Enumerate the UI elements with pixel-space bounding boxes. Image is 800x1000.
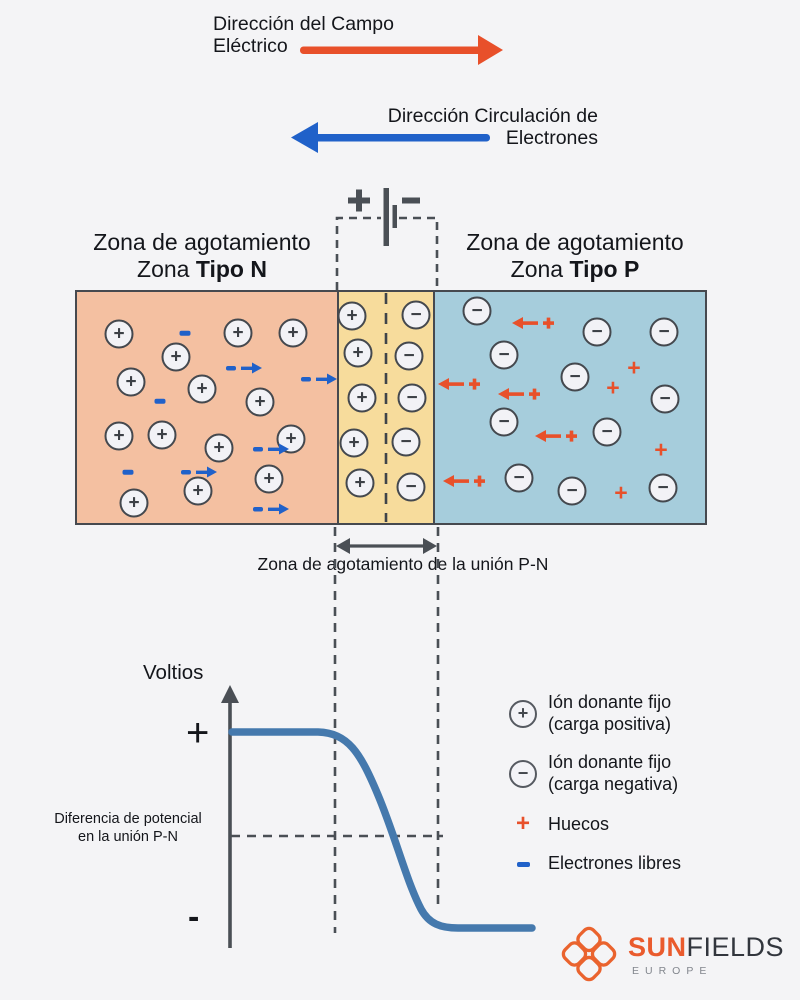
negative-ion-icon: − xyxy=(498,759,548,788)
legend-positive-ion-line2: (carga positiva) xyxy=(548,713,672,734)
legend-negative-ion-line2: (carga negativa) xyxy=(548,773,679,794)
positive-ion-icon: + xyxy=(498,699,548,728)
legend-item-negative-ion: − Ión donante fijo (carga negativa) xyxy=(498,752,773,795)
p-type-region xyxy=(435,292,705,523)
legend-positive-ion-line1: Ión donante fijo xyxy=(548,692,672,712)
battery-connector-dashes xyxy=(335,216,439,290)
sunfields-logo: SUNFIELDS EUROPE xyxy=(558,922,784,986)
legend-item-positive-ion: + Ión donante fijo (carga positiva) xyxy=(498,692,773,735)
n-zone-title-line2: Zona Tipo N xyxy=(137,256,267,283)
electric-field-direction-line1: Dirección del Campo xyxy=(213,13,394,35)
voltage-minus-sign: - xyxy=(188,898,200,936)
electric-field-direction-label: Dirección del Campo Eléctrico xyxy=(213,13,394,58)
legend-free-electrons-label: Electrones libres xyxy=(548,853,682,874)
logo-fields-text: FIELDS xyxy=(686,931,785,962)
n-type-region xyxy=(77,292,339,523)
electron-flow-direction-label: Dirección Circulación de Electrones xyxy=(355,105,598,150)
p-zone-title: Zona de agotamiento Zona Tipo P xyxy=(435,229,715,283)
potential-difference-line1: Diferencia de potencial xyxy=(54,811,202,827)
voltage-axis-label: Voltios xyxy=(143,661,204,684)
potential-curve xyxy=(228,728,536,932)
logo-sun-text: SUN xyxy=(628,931,687,962)
electric-field-direction-line2: Eléctrico xyxy=(213,34,288,57)
sunfields-flower-icon xyxy=(561,926,617,982)
n-zone-title-line1: Zona de agotamiento xyxy=(93,229,311,255)
voltage-plus-sign: + xyxy=(186,711,210,755)
legend-item-free-electrons: Electrones libres xyxy=(498,853,773,875)
legend-holes-label: Huecos xyxy=(548,813,610,834)
potential-difference-label: Diferencia de potencial en la unión P-N xyxy=(28,810,228,846)
pn-junction-box xyxy=(75,290,707,525)
n-zone-title: Zona de agotamiento Zona Tipo N xyxy=(62,229,342,283)
potential-difference-line2: en la unión P-N xyxy=(78,829,178,846)
p-zone-title-line2: Zona Tipo P xyxy=(510,256,640,283)
free-electron-icon xyxy=(498,861,548,867)
electron-flow-direction-line2: Electrones xyxy=(505,126,598,149)
depletion-region xyxy=(339,292,435,523)
depletion-zone-label: Zona de agotamiento de la unión P-N xyxy=(257,554,549,574)
hole-icon: + xyxy=(515,810,530,838)
electron-flow-direction-line1: Dirección Circulación de xyxy=(387,105,598,127)
depletion-extent-dashes xyxy=(333,527,440,933)
logo-europe-text: EUROPE xyxy=(632,964,713,977)
battery-icon xyxy=(348,188,420,246)
legend-negative-ion-line1: Ión donante fijo xyxy=(548,752,672,773)
p-zone-title-line1: Zona de agotamiento xyxy=(466,229,684,255)
legend: + Ión donante fijo (carga positiva) − Ió… xyxy=(498,692,773,892)
depletion-width-arrow xyxy=(336,538,437,554)
legend-item-holes: + Huecos xyxy=(498,812,773,836)
